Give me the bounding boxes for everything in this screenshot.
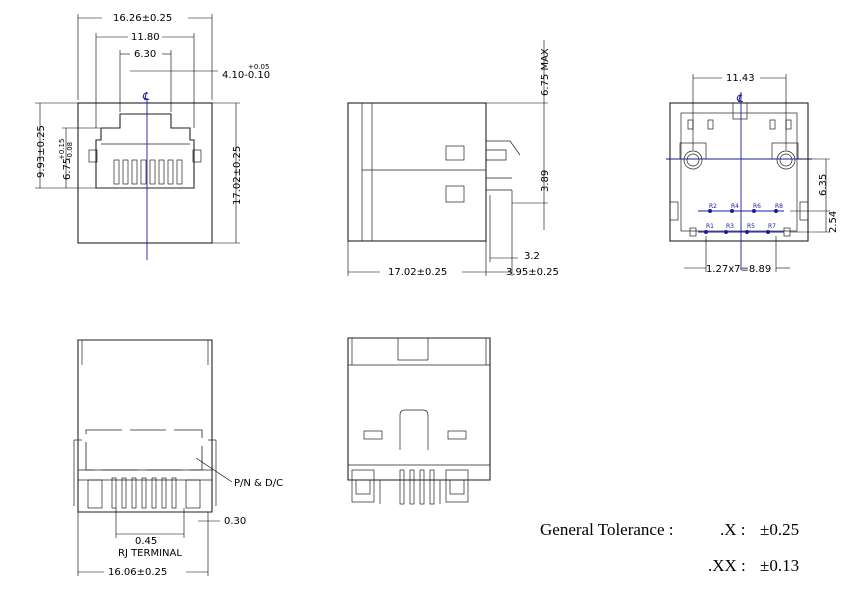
rear-terminals xyxy=(87,477,201,509)
front-height-inner-dim: 6.75 xyxy=(62,158,73,180)
front-height-right-dim: 17.02±0.25 xyxy=(232,146,243,205)
side-pin-offset-dim: 3.2 xyxy=(524,251,540,262)
bottom-centerline-symbol: ℄ xyxy=(736,92,744,105)
pin-grid: R2 R4 R6 R8 R1 R3 R5 R7 xyxy=(698,203,784,234)
rear-width-dim: 16.06±0.25 xyxy=(108,567,167,578)
side-max-height-dim: 6.75 MAX xyxy=(540,48,551,96)
rear-pin-gap-dim: 0.30 xyxy=(224,516,246,527)
front-height-inner-tol-minus: -0.08 xyxy=(66,142,74,160)
tolerance-xx-value: ±0.13 xyxy=(760,556,799,575)
front-inner-width-dim: 11.80 xyxy=(131,32,160,43)
tolerance-x-format: .X : xyxy=(720,520,746,539)
front-slot-dim: 4.10-0.10 xyxy=(222,70,270,81)
pin-label-bottom: R5 xyxy=(747,223,755,230)
part-number-label: P/N & D/C xyxy=(234,478,283,489)
general-tolerance: General Tolerance : .X : ±0.25 .XX : ±0.… xyxy=(540,520,799,575)
front-view: ℄ 16.26±0.25 11.80 6.30 +0.05 4.10-0.10 … xyxy=(35,13,270,260)
front-width-dim: 16.26±0.25 xyxy=(113,13,172,24)
side-view: 6.75 MAX 3.89 17.02±0.25 3.2 3.95±0.25 xyxy=(347,40,559,278)
bottom-view: ℄ R2 R4 R6 R8 R1 R3 R5 R7 11.43 xyxy=(666,73,839,275)
rear-view: P/N & D/C 0.30 0.45 RJ TERMINAL 16.06±0.… xyxy=(73,339,283,578)
front-centerline-symbol: ℄ xyxy=(142,90,150,103)
rear-pin-width-dim: 0.45 xyxy=(135,536,157,547)
front-height-inner-tol-plus: +0.15 xyxy=(58,139,66,160)
side-length-dim: 17.02±0.25 xyxy=(388,267,447,278)
tolerance-xx-format: .XX : xyxy=(708,556,746,575)
front-height-left-dim: 9.93±0.25 xyxy=(36,125,47,178)
front-slot-tol-plus: +0.05 xyxy=(248,63,269,71)
top-view xyxy=(347,337,491,505)
bottom-pin-pitch-dim: 1.27x7=8.89 xyxy=(706,264,771,275)
tolerance-label: General Tolerance : xyxy=(540,520,673,539)
tolerance-x-value: ±0.25 xyxy=(760,520,799,539)
rj-terminal-label: RJ TERMINAL xyxy=(118,548,182,559)
pin-label-bottom: R1 xyxy=(706,223,714,230)
pin-label-top: R6 xyxy=(753,203,761,210)
side-pin-length-dim: 3.95±0.25 xyxy=(506,267,559,278)
pin-label-bottom: R3 xyxy=(726,223,734,230)
pin-label-top: R2 xyxy=(709,203,717,210)
top-view-terminals xyxy=(351,469,469,505)
side-pin-height-dim: 3.89 xyxy=(540,170,551,192)
contact-slots xyxy=(113,159,183,185)
pin-label-top: R4 xyxy=(731,203,739,210)
bottom-post-offset-dim: 6.35 xyxy=(818,174,829,196)
bottom-post-spacing-dim: 11.43 xyxy=(726,73,755,84)
bottom-row-offset-dim: 2.54 xyxy=(828,211,839,233)
front-slot-width-dim: 6.30 xyxy=(134,49,156,60)
part-number-label-area xyxy=(85,429,203,471)
mounting-post-right xyxy=(771,142,799,170)
pin-label-bottom: R7 xyxy=(768,223,776,230)
pin-label-top: R8 xyxy=(775,203,783,210)
